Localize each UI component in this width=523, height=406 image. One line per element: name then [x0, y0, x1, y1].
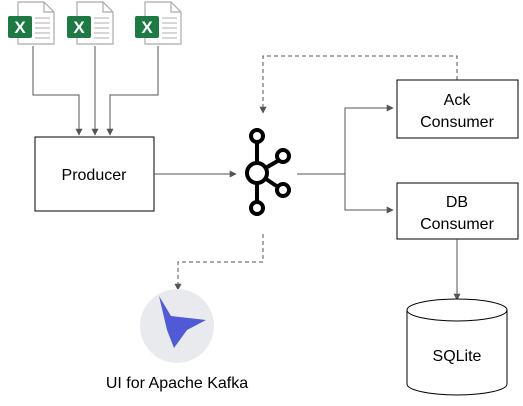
excel-file-icon: X — [8, 1, 55, 45]
ack-consumer-box — [396, 79, 519, 139]
file-to-producer-arrows — [32, 46, 159, 136]
ui-tool-label: UI for Apache Kafka — [106, 375, 248, 392]
arrow-file-1 — [32, 46, 83, 136]
producer-label: Producer — [62, 167, 128, 184]
kafka-to-consumers-arrows — [297, 104, 394, 214]
excel-glyph: X — [73, 18, 85, 37]
db-consumer-box — [396, 182, 519, 240]
arrow-kafka-to-db — [344, 174, 394, 214]
ack-consumer-label-line2: Consumer — [420, 114, 494, 131]
db-consumer-label-line1: DB — [446, 194, 468, 211]
excel-glyph: X — [14, 18, 26, 37]
arrow-kafka-to-ack — [297, 104, 394, 175]
arrow-ack-to-kafka-dashed — [259, 55, 458, 114]
kafka-logo-icon — [245, 128, 291, 216]
arrow-kafka-to-ui-dashed — [174, 234, 264, 291]
excel-file-icon: X — [67, 1, 114, 45]
sqlite-label: SQLite — [433, 348, 482, 365]
database-cylinder-icon — [406, 298, 508, 396]
db-consumer-label-line2: Consumer — [420, 216, 494, 233]
arrow-file-3 — [106, 46, 159, 136]
ack-consumer-label-line1: Ack — [444, 92, 472, 109]
excel-glyph: X — [141, 18, 153, 37]
kafka-ui-logo-icon — [140, 289, 214, 363]
excel-file-icon: X — [135, 1, 182, 45]
